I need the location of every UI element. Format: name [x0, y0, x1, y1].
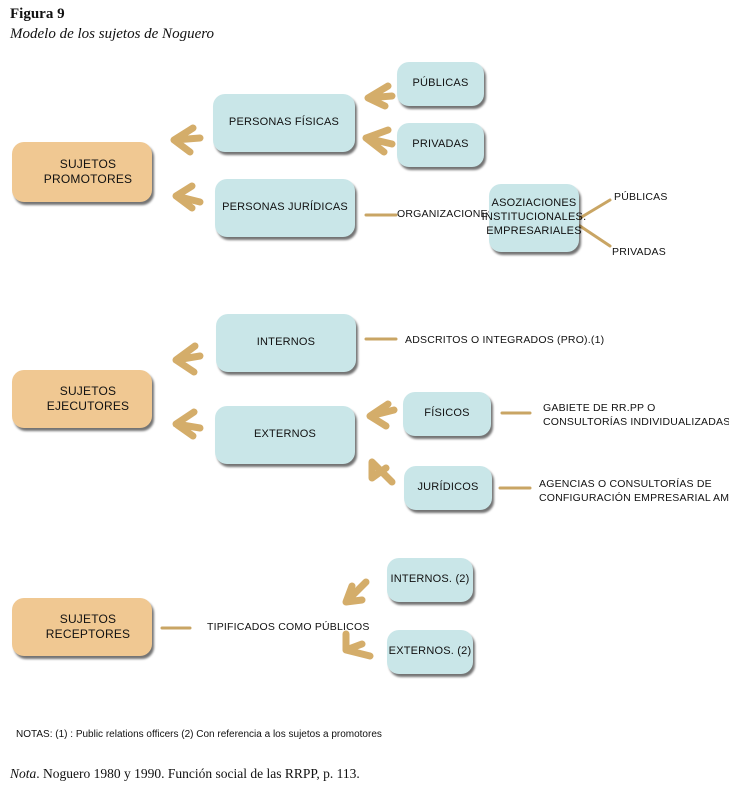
sujetos-receptores-box: SUJETOS RECEPTORES: [12, 598, 152, 656]
asociaciones-line-2: INSTITUCIONALES.: [481, 211, 587, 224]
arrow-juridicas-to-promotores: [172, 182, 204, 212]
gabiete-label: GABIETE DE RR.PP O CONSULTORÍAS INDIVIDU…: [543, 402, 729, 429]
publicas-box: PÚBLICAS: [397, 62, 484, 106]
internos-2-box: INTERNOS. (2): [387, 558, 473, 602]
asoc-publicas-label: PÚBLICAS: [614, 191, 668, 203]
sujetos-promotores-box: SUJETOS PROMOTORES: [12, 142, 152, 202]
juridicos-box: JURÍDICOS: [404, 466, 492, 510]
organizaciones-label: ORGANIZACIONES: [397, 208, 495, 220]
agencias-line-1: AGENCIAS O CONSULTORÍAS DE: [539, 478, 712, 490]
notes-text: NOTAS: (1) : Public relations officers (…: [16, 729, 382, 740]
source-note-label: Nota: [10, 766, 37, 781]
source-note-text: . Noguero 1980 y 1990. Función social de…: [36, 766, 360, 781]
arrow-externos-to-ejecutores: [172, 408, 204, 440]
sujetos-ejecutores-box: SUJETOS EJECUTORES: [12, 370, 152, 428]
asociaciones-line-3: EMPRESARIALES: [486, 224, 582, 237]
externos-box: EXTERNOS: [215, 406, 355, 464]
asociaciones-box: ASOZIACIONES INSTITUCIONALES. EMPRESARIA…: [482, 184, 586, 252]
arrow-fisicos-to-externos: [366, 400, 398, 430]
privadas-box: PRIVADAS: [397, 123, 484, 167]
adscritos-label: ADSCRITOS O INTEGRADOS (PRO).(1): [405, 334, 605, 346]
personas-juridicas-box: PERSONAS JURÍDICAS: [215, 179, 355, 237]
arrow-externos2-to-tipificados: [342, 630, 374, 660]
figure-title: Modelo de los sujetos de Noguero: [10, 26, 215, 42]
agencias-line-2: CONFIGURACIÓN EMPRESARIAL AMPL: [539, 491, 729, 504]
source-note: Nota. Noguero 1980 y 1990. Función socia…: [10, 766, 360, 782]
asociaciones-line-1: ASOZIACIONES: [491, 197, 577, 210]
arrow-publicas-to-fisicas: [364, 82, 396, 110]
externos-2-box: EXTERNOS. (2): [387, 630, 473, 674]
gabiete-line-2: CONSULTORÍAS INDIVIDUALIZADAS: [543, 415, 729, 428]
line-asoc-publicas: [578, 198, 612, 220]
agencias-label: AGENCIAS O CONSULTORÍAS DE CONFIGURACIÓN…: [539, 478, 729, 505]
fisicos-box: FÍSICOS: [403, 392, 491, 436]
arrow-fisicas-to-promotores: [170, 124, 204, 156]
gabiete-line-1: GABIETE DE RR.PP O: [543, 402, 656, 414]
line-asoc-privadas: [578, 224, 612, 248]
arrow-internos2-to-tipificados: [342, 578, 370, 606]
tipificados-label: TIPIFICADOS COMO PÚBLICOS: [207, 621, 370, 633]
arrow-privadas-to-fisicas: [362, 126, 396, 156]
figure-number: Figura 9: [10, 6, 65, 22]
arrow-juridicos-to-externos: [368, 458, 396, 486]
internos-box: INTERNOS: [216, 314, 356, 372]
personas-fisicas-box: PERSONAS FÍSICAS: [213, 94, 355, 152]
arrow-internos-to-ejecutores: [172, 342, 204, 376]
asoc-privadas-label: PRIVADAS: [612, 246, 666, 258]
